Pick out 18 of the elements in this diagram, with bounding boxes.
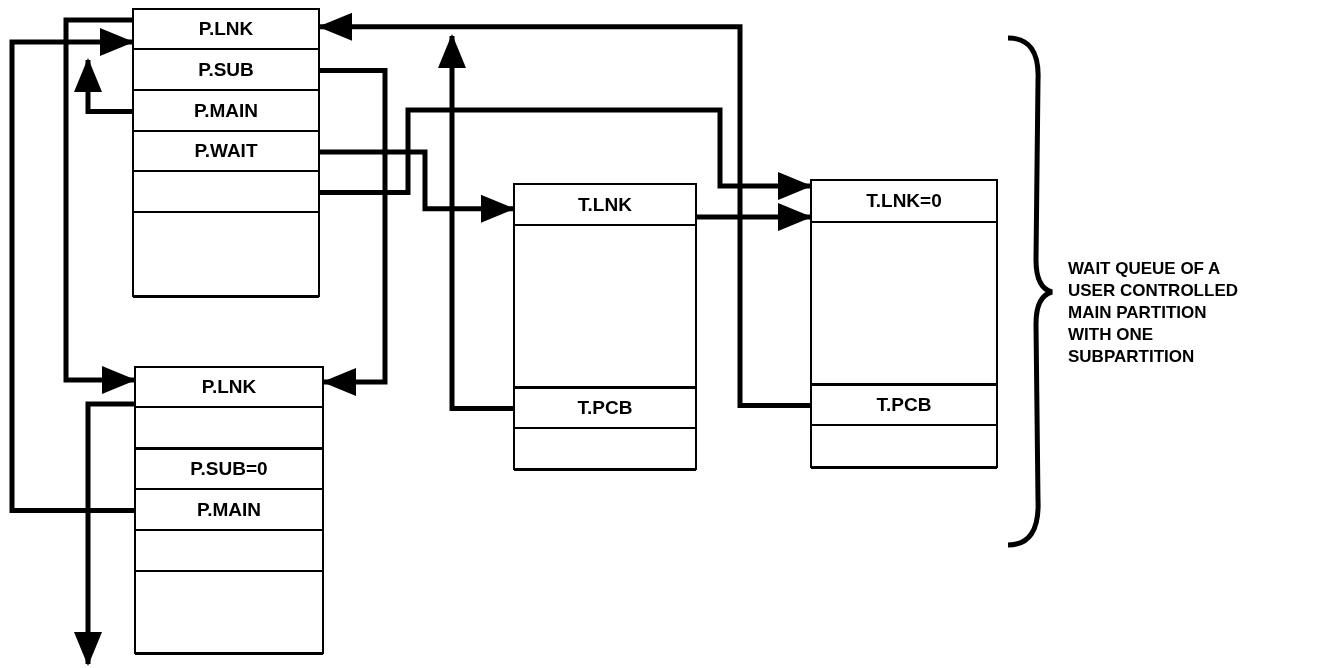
pointer-arrow <box>320 107 812 201</box>
pointer-arrow <box>9 28 134 513</box>
pointer-arrow <box>74 58 132 114</box>
bracket-label: WAIT QUEUE OF A USER CONTROLLED MAIN PARTITION WITH ONE SUBPARTITION <box>1068 258 1239 368</box>
control-block <box>132 8 320 297</box>
pointer-arrow <box>63 17 136 394</box>
field-cell: P.SUB=0 <box>136 449 322 490</box>
control-block <box>134 366 324 654</box>
field-cell: P.MAIN <box>134 91 318 132</box>
field-cell: P.SUB <box>134 50 318 91</box>
pointer-arrow <box>697 203 812 232</box>
control-block <box>810 179 998 468</box>
control-block <box>513 183 697 470</box>
pointer-arrow <box>320 68 388 396</box>
pointer-arrow <box>320 149 515 223</box>
pointer-arrow <box>438 34 513 411</box>
field-cell: P.LNK <box>134 10 318 50</box>
pointer-arrow <box>74 401 134 666</box>
